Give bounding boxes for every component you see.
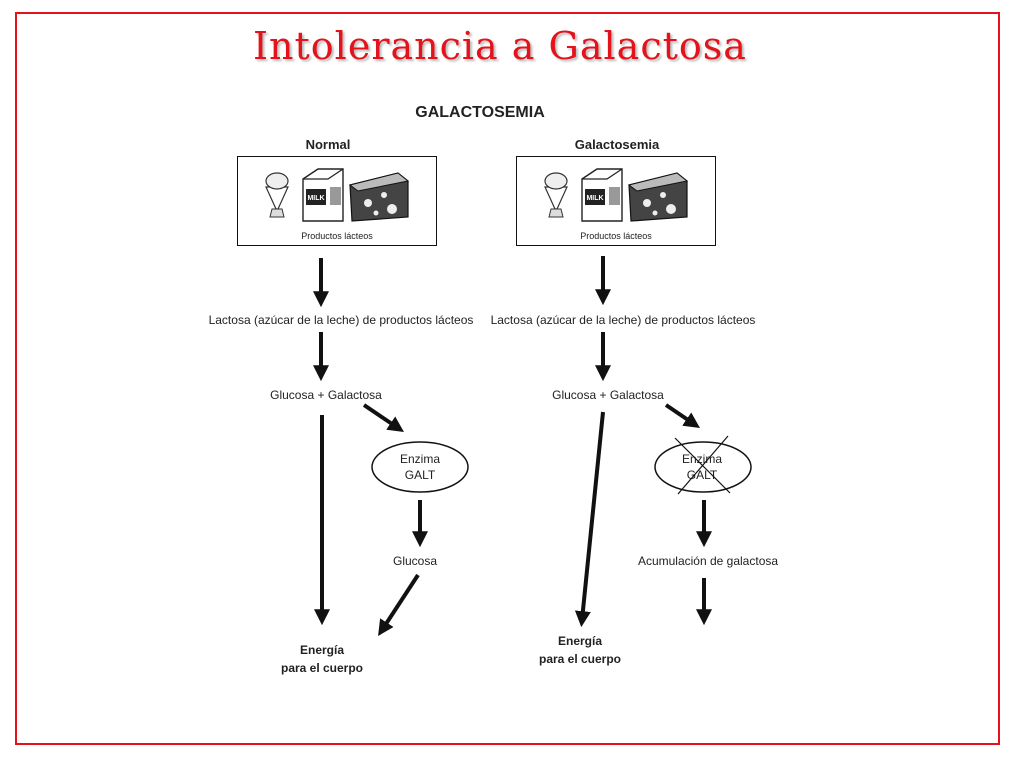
- arrow-galactosemia-glucose-to-energy: [574, 411, 605, 628]
- galactose-accumulation-text: Acumulación de galactosa: [637, 554, 779, 568]
- normal-dairy-box: MILK Productos lácteos: [237, 156, 437, 246]
- galactosemia-energy-line1: Energía: [557, 634, 603, 648]
- galactosemia-enzyme-line2: GALT: [686, 468, 718, 482]
- normal-label: Normal: [305, 137, 351, 152]
- normal-split-text: Glucosa + Galactosa: [270, 388, 382, 402]
- arrow-galactosemia-galactose-to-enzyme: [664, 403, 700, 429]
- galactosemia-label: Galactosemia: [574, 137, 660, 152]
- normal-enzyme-line2: GALT: [404, 468, 436, 482]
- galactosemia-lactose-text: Lactosa (azúcar de la leche) de producto…: [490, 313, 756, 327]
- arrow-normal-glucose-to-energy-diag: [378, 573, 420, 637]
- arrow-normal-galactose-to-enzyme: [362, 403, 404, 433]
- svg-text:MILK: MILK: [586, 195, 603, 202]
- normal-glucose-text: Glucosa: [392, 554, 438, 568]
- diagram-heading: GALACTOSEMIA: [415, 104, 545, 121]
- normal-box-label: Productos lácteos: [301, 231, 373, 241]
- normal-lactose-text: Lactosa (azúcar de la leche) de producto…: [208, 313, 474, 327]
- galactosemia-dairy-box: MILK Productos lácteos: [516, 156, 716, 246]
- dairy-products-icon: MILK: [265, 168, 410, 222]
- galactosemia-enzyme-ellipse: [654, 441, 752, 493]
- galactosemia-energy-line2: para el cuerpo: [538, 652, 622, 666]
- dairy-products-icon: MILK: [544, 168, 689, 222]
- slide-title: Intolerancia a Galactosa: [253, 24, 747, 68]
- normal-energy-line1: Energía: [299, 643, 345, 657]
- enzyme-cross-line-2: [677, 435, 729, 495]
- normal-enzyme-ellipse: [371, 441, 469, 493]
- galactosemia-box-label: Productos lácteos: [580, 231, 652, 241]
- normal-energy-line2: para el cuerpo: [280, 661, 364, 675]
- normal-enzyme-line1: Enzima: [399, 452, 441, 466]
- slide-frame: [15, 12, 1000, 745]
- svg-text:MILK: MILK: [307, 195, 324, 202]
- galactosemia-split-text: Glucosa + Galactosa: [552, 388, 664, 402]
